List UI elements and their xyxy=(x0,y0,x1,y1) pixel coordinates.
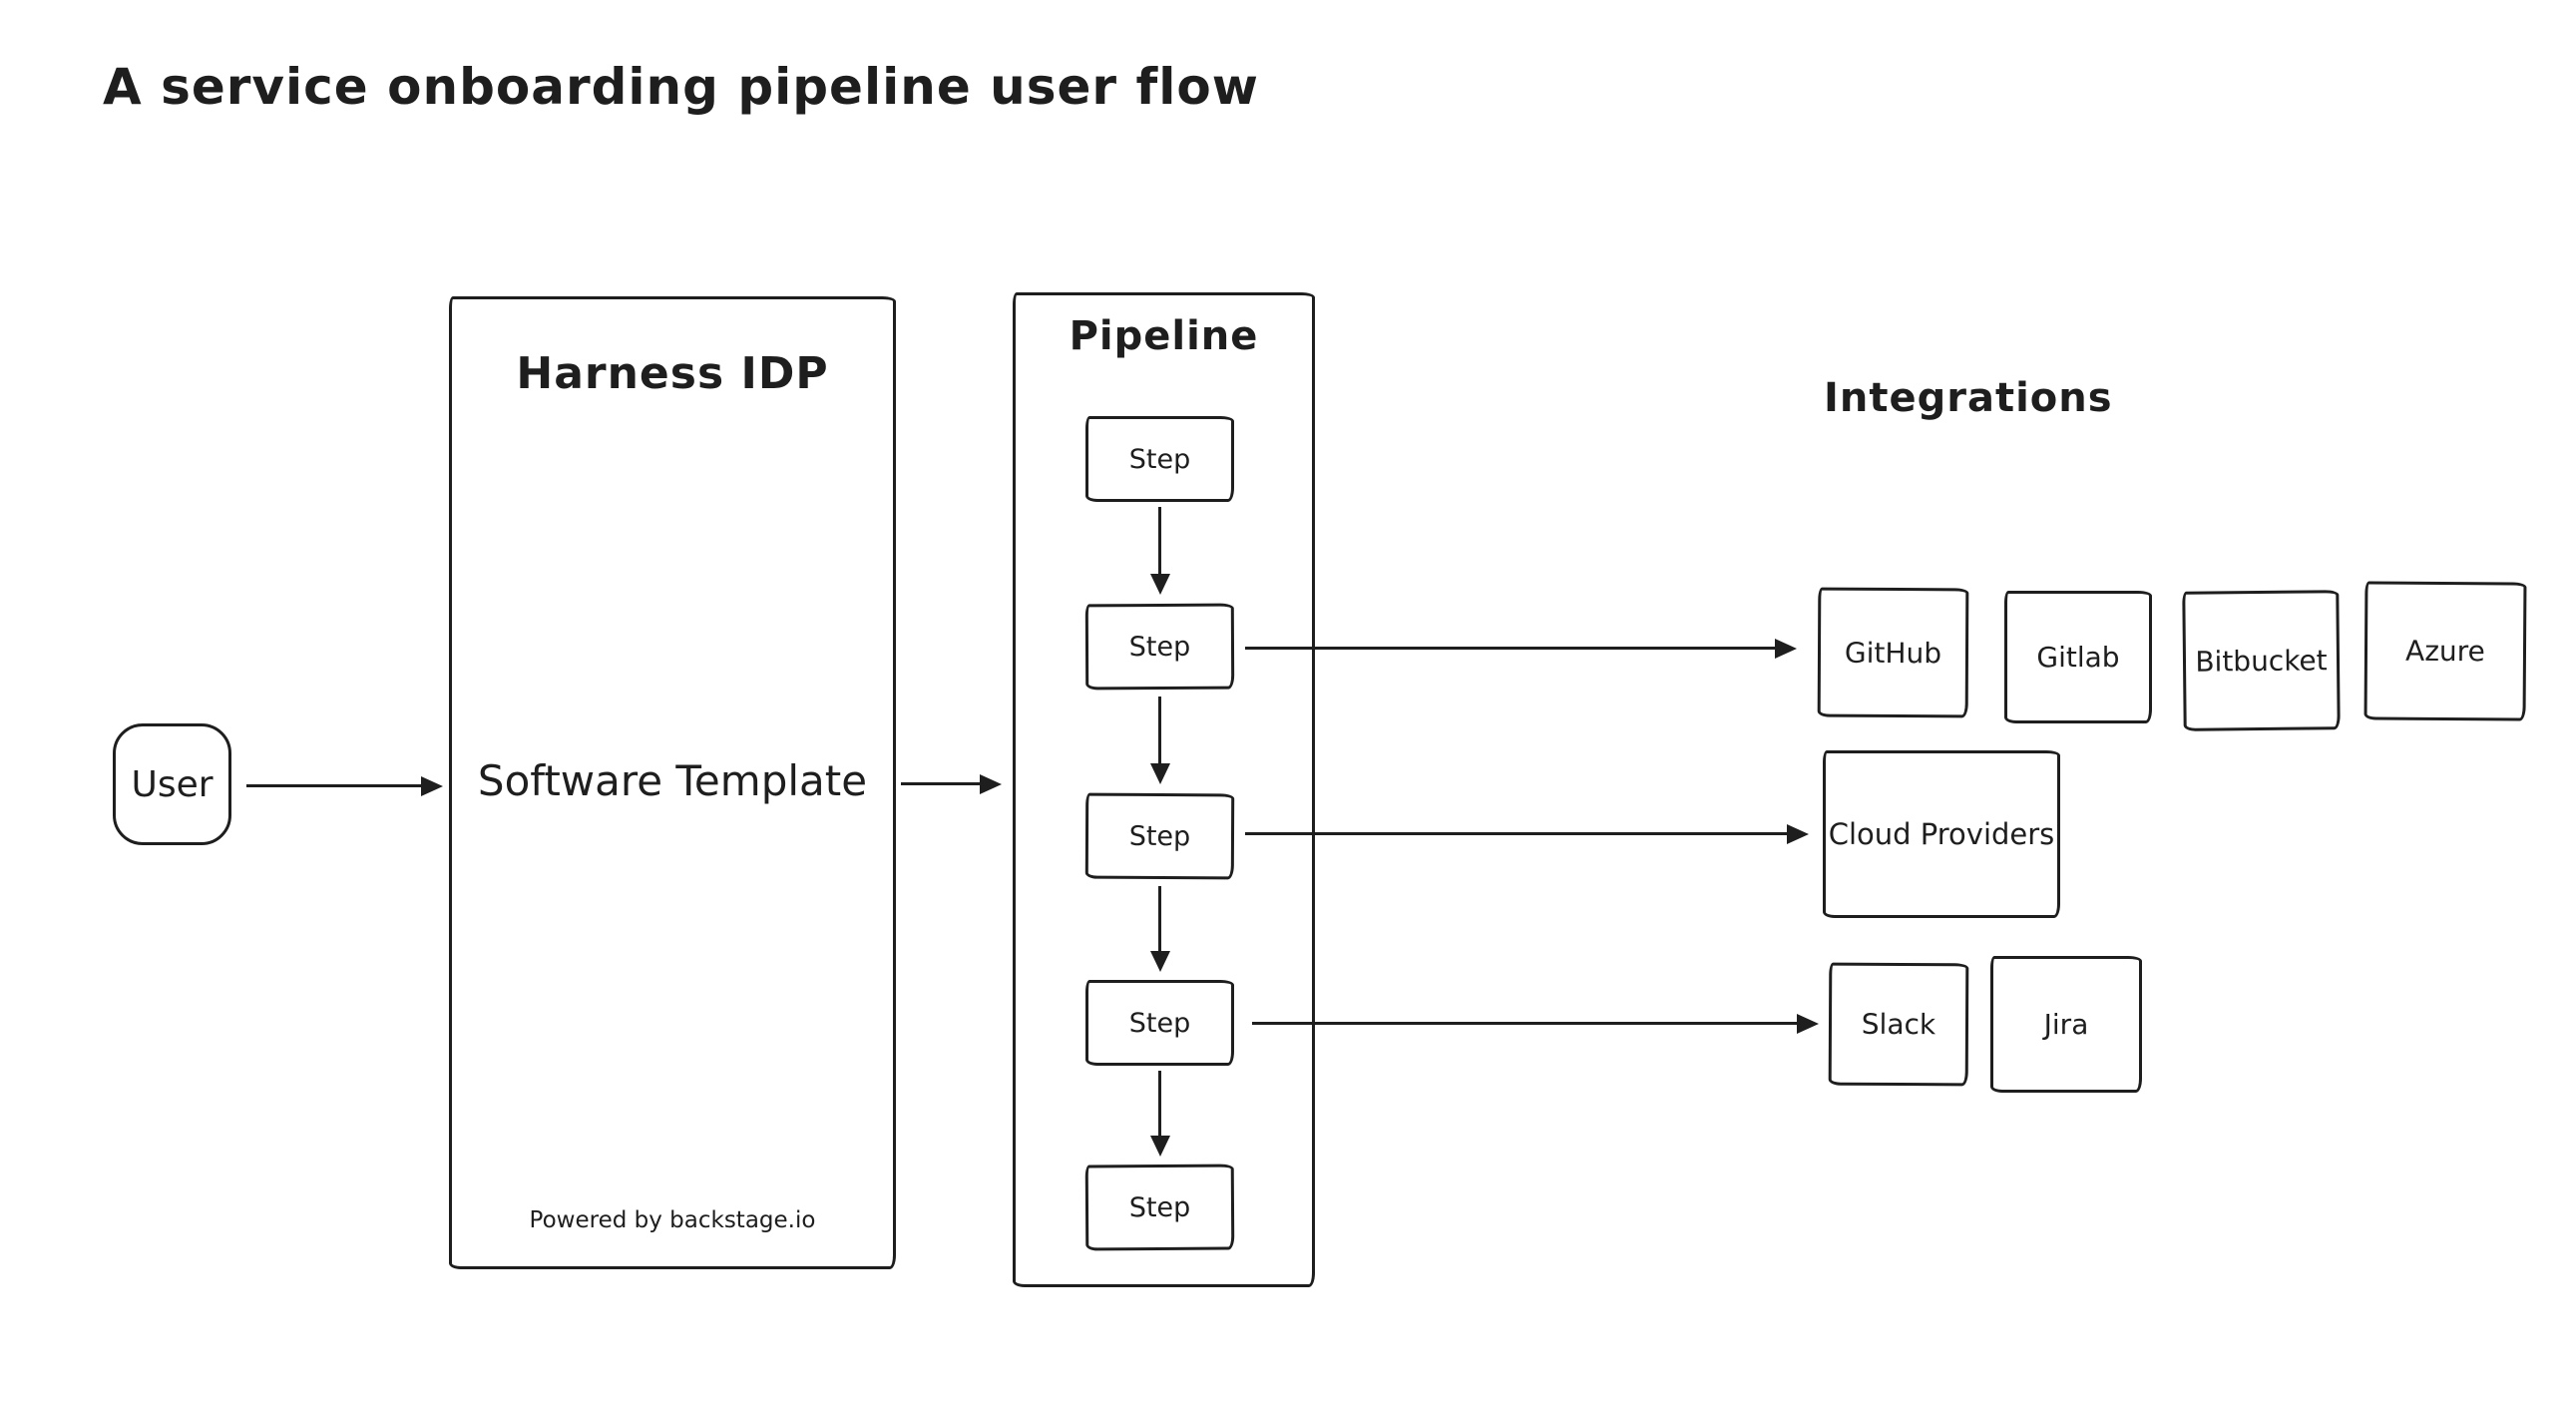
backstage-footer-label: Powered by backstage.io xyxy=(529,1207,816,1233)
step-label: Step xyxy=(1128,1191,1191,1223)
pipeline-step-3: Step xyxy=(1084,792,1235,880)
step-label: Step xyxy=(1128,1007,1191,1039)
arrow-step4-to-step5 xyxy=(1158,1071,1161,1137)
cloud-providers-node: Cloud Providers xyxy=(1823,750,2060,918)
software-template-label: Software Template xyxy=(477,756,868,805)
slack-node: Slack xyxy=(1828,962,1969,1087)
arrow-step2-to-source-control xyxy=(1245,647,1776,650)
arrow-step1-to-step2 xyxy=(1158,507,1161,575)
arrow-template-to-pipeline xyxy=(901,782,981,785)
jira-label: Jira xyxy=(2043,1008,2089,1041)
azure-node: Azure xyxy=(2363,581,2527,721)
arrow-step4-to-collaboration xyxy=(1252,1022,1798,1025)
arrow-user-to-template xyxy=(246,784,422,787)
azure-label: Azure xyxy=(2405,634,2485,669)
pipeline-heading: Pipeline xyxy=(1069,313,1259,359)
integrations-heading: Integrations xyxy=(1824,375,2113,421)
step-label: Step xyxy=(1128,443,1191,475)
step-label: Step xyxy=(1128,631,1191,663)
pipeline-step-5: Step xyxy=(1084,1164,1235,1251)
gitlab-label: Gitlab xyxy=(2036,641,2120,674)
user-node-label: User xyxy=(131,763,214,805)
github-node: GitHub xyxy=(1817,587,1969,718)
arrow-step3-to-step4 xyxy=(1158,886,1161,952)
arrow-step2-to-step3 xyxy=(1158,697,1161,764)
github-label: GitHub xyxy=(1844,636,1942,670)
harness-idp-heading: Harness IDP xyxy=(516,348,829,399)
step-label: Step xyxy=(1128,820,1191,852)
bitbucket-node: Bitbucket xyxy=(2182,590,2341,731)
arrow-step3-to-cloud-providers xyxy=(1245,832,1788,835)
gitlab-node: Gitlab xyxy=(2004,591,2152,723)
user-node: User xyxy=(113,723,231,845)
pipeline-step-4: Step xyxy=(1085,980,1234,1066)
slack-label: Slack xyxy=(1861,1007,1936,1042)
cloud-providers-label: Cloud Providers xyxy=(1828,817,2055,851)
jira-node: Jira xyxy=(1990,956,2142,1093)
pipeline-step-1: Step xyxy=(1085,416,1234,502)
diagram-title: A service onboarding pipeline user flow xyxy=(103,58,1259,116)
pipeline-step-2: Step xyxy=(1084,603,1235,691)
bitbucket-label: Bitbucket xyxy=(2195,643,2328,679)
harness-idp-node xyxy=(449,296,896,1269)
